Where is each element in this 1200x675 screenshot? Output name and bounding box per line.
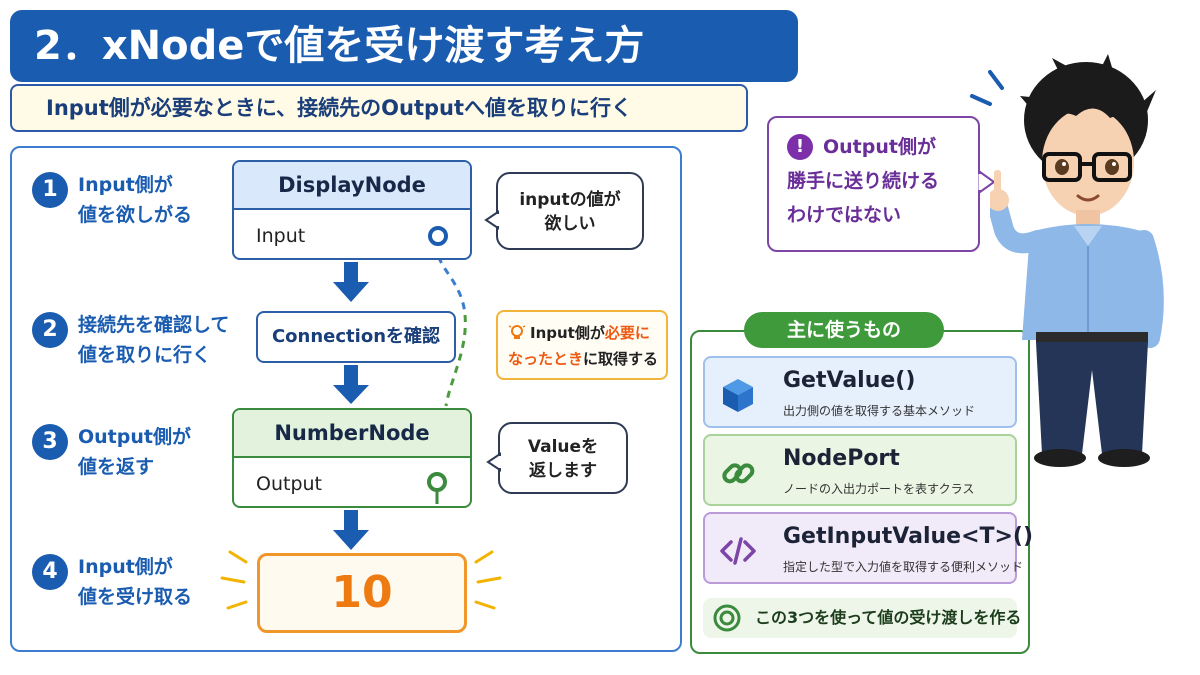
display-node-title: DisplayNode bbox=[234, 162, 470, 210]
step-4-line2: 値を受け取る bbox=[78, 586, 193, 608]
bubble-tail-icon bbox=[486, 452, 502, 472]
number-node-title: NumberNode bbox=[234, 410, 470, 458]
warning-bubble-tail-icon bbox=[978, 170, 996, 194]
display-node-port-row: Input bbox=[234, 210, 470, 258]
tip-part1: Input側が bbox=[530, 324, 605, 342]
presenter-character-illustration bbox=[990, 54, 1164, 467]
step-1-line1: Input側が bbox=[78, 174, 173, 196]
value-bubble-line1: Valueを bbox=[527, 437, 599, 457]
result-value-box: 10 bbox=[257, 553, 467, 633]
method-card-nodeport: NodePort ノードの入出力ポートを表すクラス bbox=[703, 434, 1017, 506]
methods-summary-text: この3つを使って値の受け渡しを作る bbox=[755, 608, 1022, 627]
methods-title: 主に使うもの bbox=[744, 312, 944, 348]
tip-part4: に取得する bbox=[583, 350, 659, 368]
code-icon bbox=[720, 537, 756, 565]
warning-line1: ! Output側が bbox=[787, 130, 978, 164]
warning-line3: わけではない bbox=[787, 204, 902, 226]
page-title: 2．xNodeで値を受け渡す考え方 bbox=[10, 10, 798, 82]
step-1-number: 1 bbox=[32, 172, 68, 208]
tip-line1: Input側が必要に bbox=[508, 320, 666, 346]
cube-icon bbox=[723, 379, 753, 412]
down-arrow-icon bbox=[333, 365, 369, 404]
step-3-label: Output側が 値を返す bbox=[78, 422, 191, 482]
value-bubble-line2: 返します bbox=[529, 461, 597, 481]
lightbulb-icon bbox=[508, 325, 526, 339]
input-bubble-line2: 欲しい bbox=[544, 214, 596, 234]
bubble-tail-icon bbox=[484, 210, 500, 230]
display-node: DisplayNode Input bbox=[232, 160, 472, 260]
output-port-label: Output bbox=[256, 473, 322, 495]
tip-line2: なったときに取得する bbox=[508, 346, 666, 372]
warning-bubble: ! Output側が 勝手に送り続ける わけではない bbox=[767, 116, 980, 252]
input-bubble-line1: inputの値が bbox=[519, 190, 621, 210]
connection-check-box: Connectionを確認 bbox=[256, 311, 456, 363]
down-arrow-icon bbox=[333, 510, 369, 550]
step-2-number: 2 bbox=[32, 312, 68, 348]
output-port-icon[interactable] bbox=[424, 470, 450, 506]
input-port-label: Input bbox=[256, 225, 306, 247]
result-rays bbox=[220, 550, 502, 610]
tip-part3: なったとき bbox=[508, 350, 584, 368]
input-want-bubble: inputの値が 欲しい bbox=[496, 172, 644, 250]
step-2-line1: 接続先を確認して bbox=[78, 314, 230, 336]
warning-line2: 勝手に送り続ける bbox=[787, 170, 940, 192]
accent-lines bbox=[970, 70, 1004, 106]
step-4-line1: Input側が bbox=[78, 556, 173, 578]
step-1-line2: 値を欲しがる bbox=[78, 204, 193, 226]
method-desc: ノードの入出力ポートを表すクラス bbox=[783, 482, 975, 496]
step-3-line2: 値を返す bbox=[78, 456, 155, 478]
exclamation-icon: ! bbox=[787, 134, 813, 160]
method-card-getvalue: GetValue() 出力側の値を取得する基本メソッド bbox=[703, 356, 1017, 428]
step-1-label: Input側が 値を欲しがる bbox=[78, 170, 192, 230]
method-desc: 出力側の値を取得する基本メソッド bbox=[783, 404, 976, 418]
step-2-label: 接続先を確認して 値を取りに行く bbox=[78, 310, 229, 370]
method-name: NodePort bbox=[783, 446, 900, 471]
input-port-icon[interactable] bbox=[426, 224, 450, 248]
number-node-port-row: Output bbox=[234, 458, 470, 506]
method-name: GetInputValue<T>() bbox=[783, 524, 1034, 549]
warning-text1: Output側が bbox=[823, 136, 936, 158]
step-2-line2: 値を取りに行く bbox=[78, 344, 212, 366]
step-3-line1: Output側が bbox=[78, 426, 191, 448]
tip-part2: 必要に bbox=[604, 324, 650, 342]
number-node: NumberNode Output bbox=[232, 408, 472, 508]
step-4-label: Input側が 値を受け取る bbox=[78, 552, 192, 612]
down-arrow-icon bbox=[333, 262, 369, 302]
step-3-number: 3 bbox=[32, 424, 68, 460]
method-desc: 指定した型で入力値を取得する便利メソッド bbox=[783, 560, 1024, 574]
target-icon bbox=[713, 604, 741, 632]
chain-link-icon bbox=[722, 463, 755, 484]
methods-summary: この3つを使って値の受け渡しを作る bbox=[703, 598, 1021, 638]
page-subtitle: Input側が必要なときに、接続先のOutputへ値を取りに行く bbox=[10, 84, 748, 132]
step-4-number: 4 bbox=[32, 554, 68, 590]
method-name: GetValue() bbox=[783, 368, 916, 393]
value-return-bubble: Valueを 返します bbox=[498, 422, 628, 494]
method-card-getinputvalue: GetInputValue<T>() 指定した型で入力値を取得する便利メソッド bbox=[703, 512, 1033, 584]
tip-box: Input側が必要に なったときに取得する bbox=[496, 310, 668, 380]
